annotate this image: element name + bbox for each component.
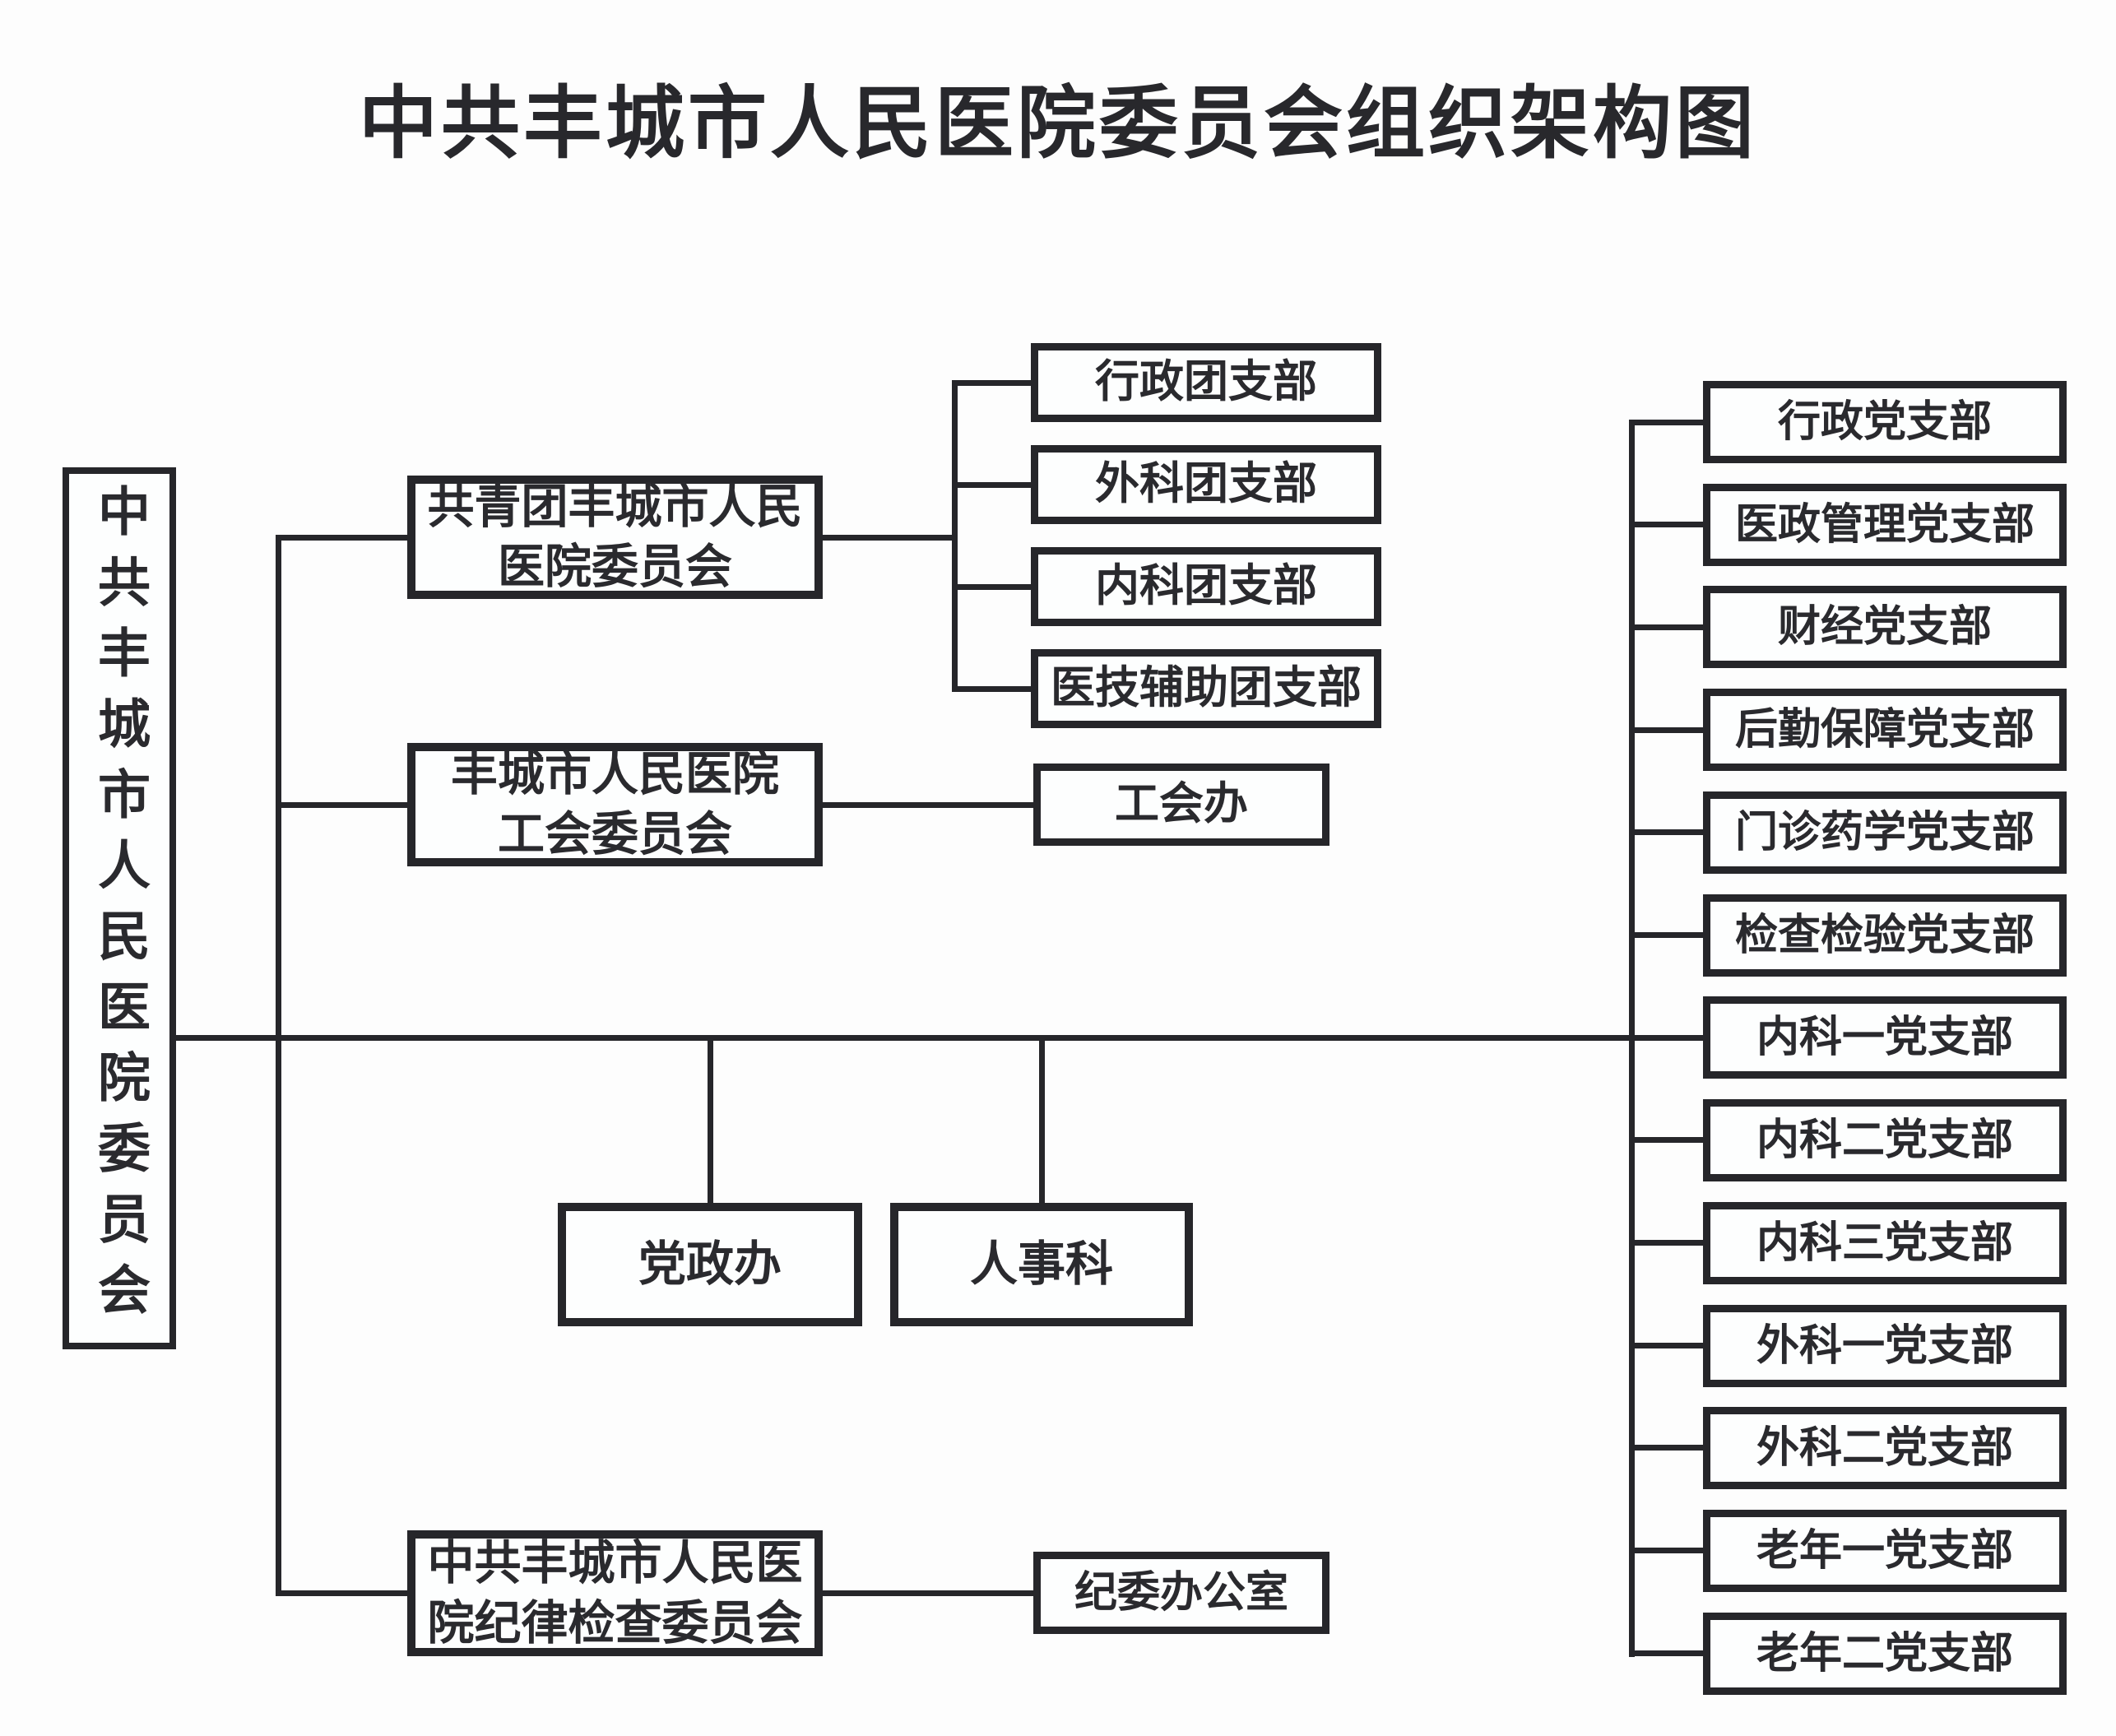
- org-node-party-branch: 财经党支部: [1703, 586, 2067, 668]
- chart-title: 中共丰城市人民医院委员会组织架构图: [359, 80, 1757, 168]
- connector-union-out: [823, 802, 1033, 808]
- org-node-party-branch: 老年一党支部: [1703, 1510, 2067, 1592]
- org-node-party-branch: 门诊药学党支部: [1703, 791, 2067, 874]
- connector-right-stub: [1629, 932, 1703, 938]
- org-node-label-line: 中共丰城市人民医: [427, 1536, 803, 1590]
- connector-branch-union: [276, 802, 407, 808]
- org-node-discipline-committee: 中共丰城市人民医 院纪律检查委员会: [407, 1530, 823, 1656]
- org-node-party-branch: 外科一党支部: [1703, 1305, 2067, 1387]
- connector-drop-party-gov: [708, 1035, 713, 1203]
- org-node-party-branch: 检查检验党支部: [1703, 894, 2067, 977]
- connector-right-stub: [1629, 1240, 1703, 1246]
- org-node-party-branch: 内科一党支部: [1703, 996, 2067, 1079]
- connector-right-stub: [1629, 829, 1703, 835]
- org-node-union-office: 工会办: [1033, 764, 1329, 846]
- connector-youth-out: [823, 535, 954, 541]
- org-node-party-branch: 内科二党支部: [1703, 1099, 2067, 1181]
- org-node-party-branch: 外科二党支部: [1703, 1407, 2067, 1489]
- org-node-party-branch: 医政管理党支部: [1703, 484, 2067, 566]
- connector-mid-trunk: [276, 535, 281, 1596]
- connector-right-stub: [1629, 1650, 1703, 1656]
- connector-right-stub: [1629, 1445, 1703, 1451]
- org-node-party-gov-office: 党政办: [558, 1203, 862, 1326]
- connector-league-trunk: [952, 380, 958, 692]
- org-node-league-branch: 医技辅助团支部: [1031, 649, 1381, 728]
- org-node-youth-league: 共青团丰城市人民 医院委员会: [407, 476, 823, 599]
- org-node-label-line: 院纪律检查委员会: [427, 1596, 803, 1650]
- connector-right-stub: [1629, 624, 1703, 630]
- org-node-discipline-office: 纪委办公室: [1033, 1552, 1329, 1634]
- org-node-party-branch: 老年二党支部: [1703, 1613, 2067, 1695]
- org-node-label-line: 丰城市人民医院: [451, 748, 779, 801]
- org-node-label-line: 医院委员会: [498, 541, 732, 593]
- connector-league-stub: [952, 380, 1031, 386]
- connector-main-horizontal: [176, 1035, 1632, 1041]
- connector-discipline-out: [823, 1590, 1033, 1596]
- connector-drop-personnel: [1039, 1035, 1045, 1203]
- connector-right-stub: [1629, 1343, 1703, 1348]
- connector-right-stub: [1629, 522, 1703, 527]
- org-node-party-branch: 后勤保障党支部: [1703, 689, 2067, 771]
- connector-league-stub: [952, 482, 1031, 488]
- connector-league-stub: [952, 584, 1031, 590]
- connector-right-stub: [1629, 1035, 1703, 1041]
- org-node-root: 中共丰城市人民医院委员会: [63, 467, 176, 1349]
- org-node-label-line: 共青团丰城市人民: [427, 480, 803, 534]
- org-node-party-branch: 内科三党支部: [1703, 1202, 2067, 1284]
- org-node-league-branch: 内科团支部: [1031, 547, 1381, 626]
- org-node-label-line: 工会委员会: [498, 808, 732, 861]
- connector-right-stub: [1629, 727, 1703, 733]
- connector-league-stub: [952, 686, 1031, 692]
- connector-branch-discipline: [276, 1590, 407, 1596]
- org-node-personnel: 人事科: [890, 1203, 1193, 1326]
- org-node-league-branch: 外科团支部: [1031, 445, 1381, 524]
- org-node-league-branch: 行政团支部: [1031, 343, 1381, 422]
- connector-right-stub: [1629, 1548, 1703, 1553]
- connector-branch-youth: [276, 535, 407, 541]
- connector-right-stub: [1629, 1137, 1703, 1143]
- org-node-party-branch: 行政党支部: [1703, 381, 2067, 463]
- connector-right-stub: [1629, 420, 1703, 425]
- org-node-labor-union: 丰城市人民医院 工会委员会: [407, 743, 823, 866]
